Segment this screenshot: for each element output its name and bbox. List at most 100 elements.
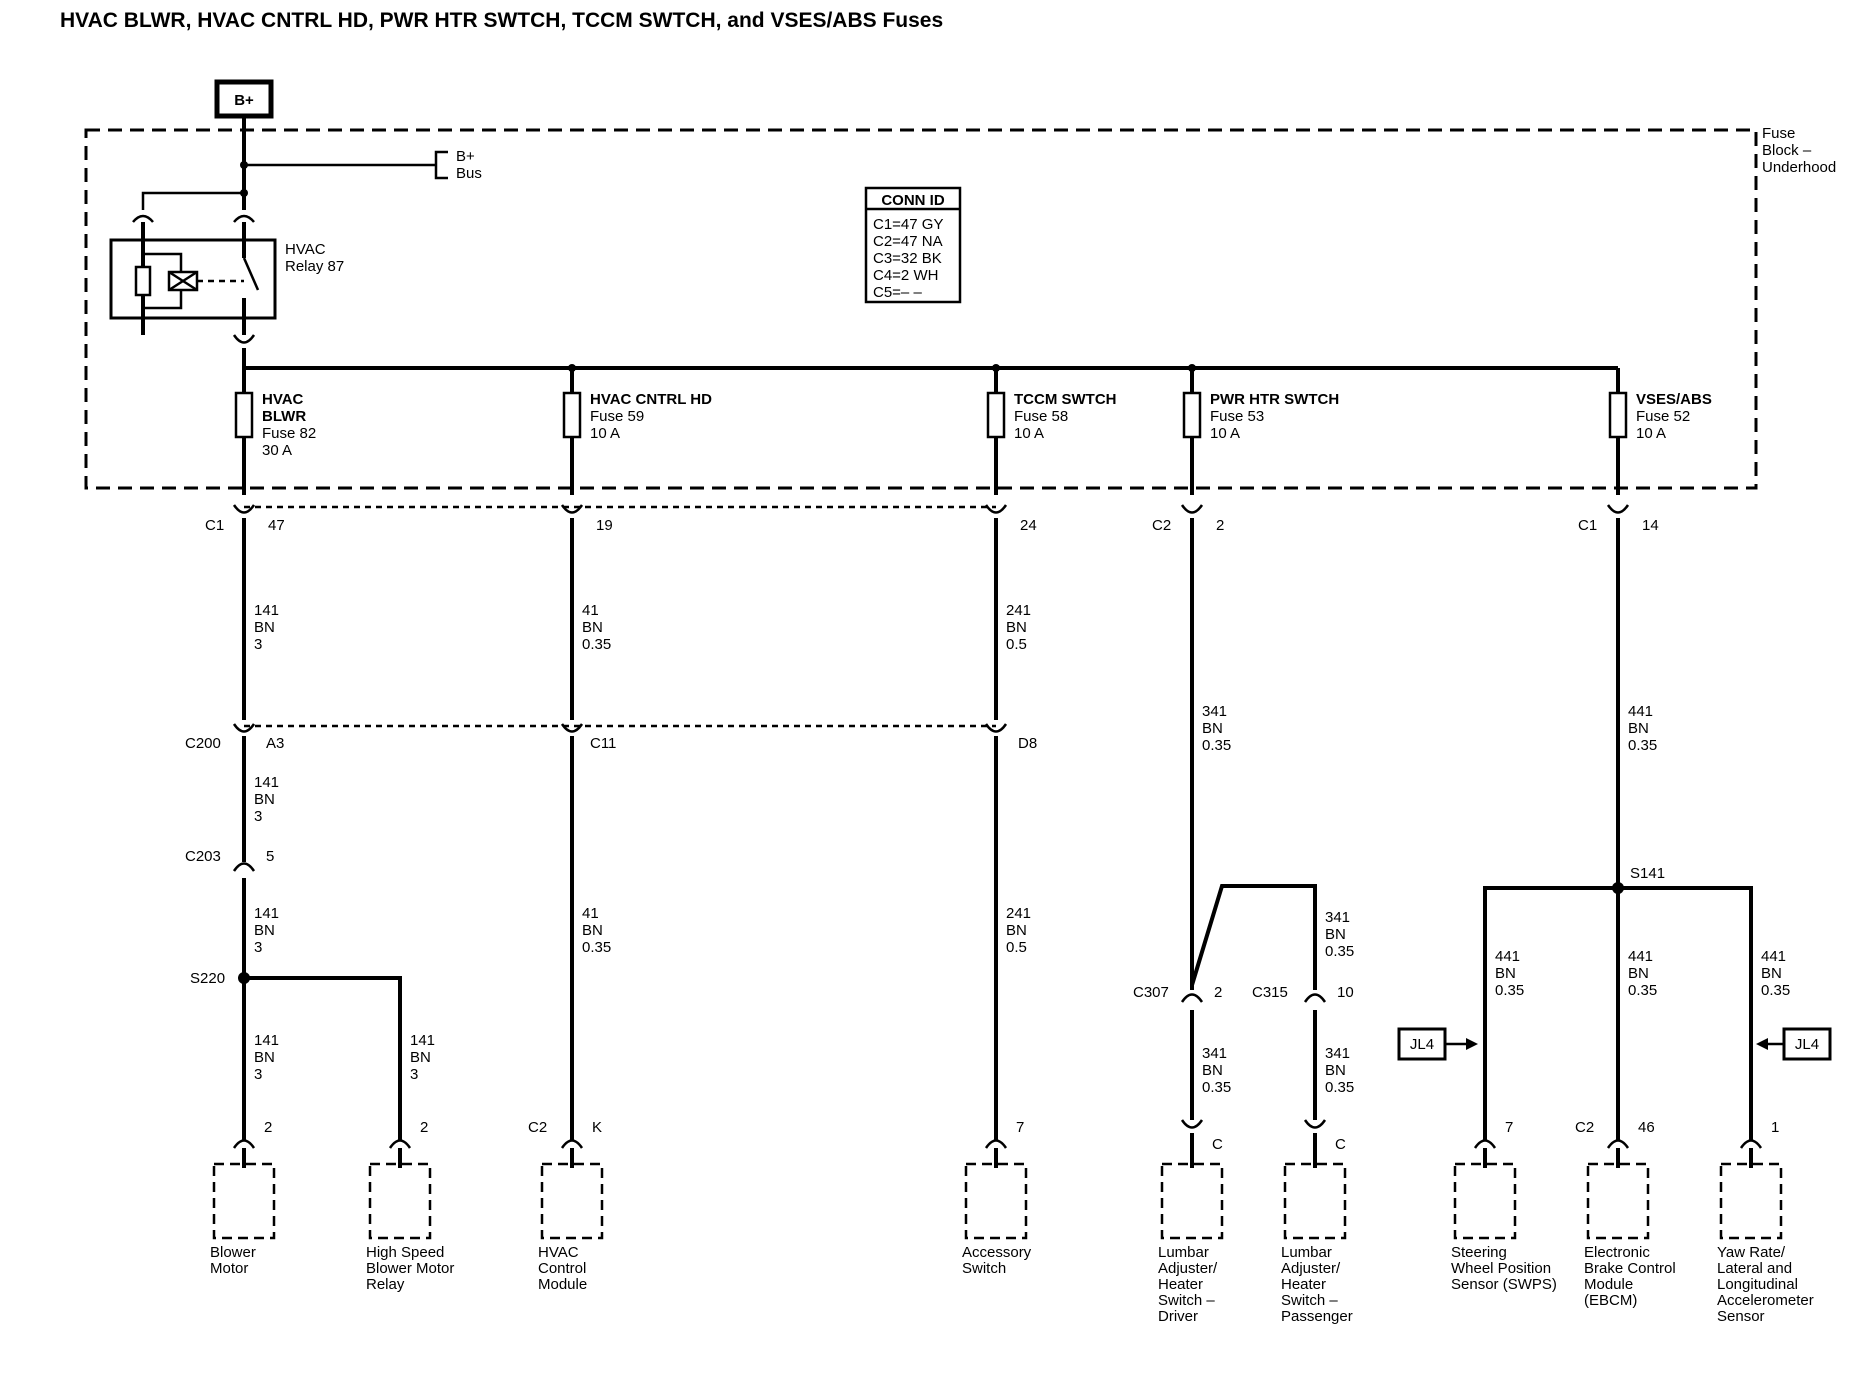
diagram-title: HVAC BLWR, HVAC CNTRL HD, PWR HTR SWTCH,… (60, 9, 943, 32)
bus-label-2: Bus (456, 165, 482, 182)
svg-text:41: 41 (582, 905, 599, 922)
pin-label: C11 (590, 735, 616, 752)
svg-text:0.5: 0.5 (1006, 636, 1027, 653)
svg-text:BN: BN (1325, 1062, 1346, 1079)
svg-text:BN: BN (1628, 720, 1649, 737)
fuse-label: PWR HTR SWTCH (1210, 391, 1339, 408)
component-label: Switch – (1281, 1292, 1338, 1309)
relay-coil-feed-wire (141, 191, 244, 210)
splice-s220-label: S220 (190, 970, 225, 987)
svg-text:BN: BN (254, 1049, 275, 1066)
svg-text:141: 141 (410, 1032, 435, 1049)
svg-text:341: 341 (1202, 703, 1227, 720)
wire-label-tccm-1: 241 BN 0.5 (1006, 602, 1031, 653)
component-label: Driver (1158, 1308, 1198, 1325)
svg-text:0.35: 0.35 (1325, 1079, 1354, 1096)
component-label: Lateral and (1717, 1260, 1792, 1277)
relay-diode (134, 265, 152, 297)
connector-c307: C307 2 (1133, 984, 1222, 1003)
component-ebcm: C2 46 Electronic Brake Control Module (E… (1575, 1119, 1676, 1309)
component-label: Sensor (SWPS) (1451, 1276, 1557, 1293)
fuse-label: Fuse 52 (1636, 408, 1690, 425)
fuse-label: TCCM SWTCH (1014, 391, 1116, 408)
svg-text:0.35: 0.35 (1495, 982, 1524, 999)
component-label: Sensor (1717, 1308, 1765, 1325)
pin-label: C (1212, 1136, 1223, 1153)
fuse-pwr-htr-swtch: PWR HTR SWTCH Fuse 53 10 A (1182, 368, 1339, 495)
fuse-block-label-3: Underhood (1762, 159, 1836, 176)
pin-label: 46 (1638, 1119, 1655, 1136)
svg-text:BN: BN (1006, 922, 1027, 939)
connector-c200-d8: D8 (984, 723, 1037, 752)
conn-id-row: C5=– – (873, 284, 922, 301)
component-label: High Speed (366, 1244, 444, 1261)
component-label: Heater (1158, 1276, 1203, 1293)
wire-141-relay (244, 976, 402, 1140)
connector-label: C2 (1152, 517, 1171, 534)
connector-c1-19: 19 (560, 504, 613, 534)
pin-label: A3 (266, 735, 284, 752)
component-label: Relay (366, 1276, 405, 1293)
component-label: HVAC (538, 1244, 579, 1261)
wire-label-htr-4: 341 BN 0.35 (1325, 1045, 1354, 1096)
component-label: Blower (210, 1244, 256, 1261)
component-yaw-rate-sensor: 1 Yaw Rate/ Lateral and Longitudinal Acc… (1717, 1119, 1814, 1325)
wire-label-htr-2: 341 BN 0.35 (1325, 909, 1354, 960)
fuse-label: HVAC (262, 391, 304, 408)
connector-c1-14: C1 14 (1578, 504, 1659, 534)
pin-label: 19 (596, 517, 613, 534)
svg-text:BN: BN (582, 619, 603, 636)
component-high-speed-blower-relay: 2 High Speed Blower Motor Relay (366, 1119, 454, 1293)
component-label: Accessory (962, 1244, 1032, 1261)
component-label: Adjuster/ (1281, 1260, 1341, 1277)
svg-text:241: 241 (1006, 602, 1031, 619)
bus-bracket (434, 150, 448, 180)
pin-label: D8 (1018, 735, 1037, 752)
fuse-tccm-swtch: TCCM SWTCH Fuse 58 10 A (986, 368, 1116, 495)
svg-text:BN: BN (254, 922, 275, 939)
pin-label: 1 (1771, 1119, 1779, 1136)
component-label: Brake Control (1584, 1260, 1676, 1277)
wire-label-hd-2: 41 BN 0.35 (582, 905, 611, 956)
svg-text:BN: BN (410, 1049, 431, 1066)
connector-label: C2 (1575, 1119, 1594, 1136)
wire-label-blwr-5: 141 BN 3 (410, 1032, 435, 1083)
component-label: Heater (1281, 1276, 1326, 1293)
svg-text:0.35: 0.35 (1628, 737, 1657, 754)
component-label: Passenger (1281, 1308, 1353, 1325)
fuse-label: 10 A (590, 425, 620, 442)
svg-text:341: 341 (1202, 1045, 1227, 1062)
svg-text:3: 3 (254, 636, 262, 653)
connector-c200-c11: C11 (560, 723, 616, 752)
component-label: Yaw Rate/ (1717, 1244, 1786, 1261)
svg-text:BN: BN (582, 922, 603, 939)
fuse-label: Fuse 82 (262, 425, 316, 442)
component-label: Switch – (1158, 1292, 1215, 1309)
relay-coil-terminal (132, 214, 154, 223)
svg-text:BN: BN (1325, 926, 1346, 943)
fuse-label: Fuse 53 (1210, 408, 1264, 425)
pin-label: 2 (264, 1119, 272, 1136)
component-accessory-switch: 7 Accessory Switch (962, 1119, 1032, 1277)
svg-text:241: 241 (1006, 905, 1031, 922)
wire-label-blwr-3: 141 BN 3 (254, 905, 279, 956)
fuse-hvac-blwr: HVAC BLWR Fuse 82 30 A (234, 368, 316, 495)
wire-label-vses-2: 441 BN 0.35 (1495, 948, 1524, 999)
hvac-relay (109, 238, 277, 320)
fuse-block-boundary (84, 128, 1758, 490)
component-label: Switch (962, 1260, 1006, 1277)
component-label: Longitudinal (1717, 1276, 1798, 1293)
fuse-label: HVAC CNTRL HD (590, 391, 712, 408)
svg-text:BN: BN (1761, 965, 1782, 982)
wire-label-blwr-2: 141 BN 3 (254, 774, 279, 825)
component-label: Wheel Position (1451, 1260, 1551, 1277)
svg-text:BN: BN (1006, 619, 1027, 636)
pin-label: C (1335, 1136, 1346, 1153)
connector-label: C1 (1578, 517, 1597, 534)
svg-text:BN: BN (254, 791, 275, 808)
fuse-label: 10 A (1014, 425, 1044, 442)
fuse-label: 10 A (1636, 425, 1666, 442)
svg-text:3: 3 (254, 808, 262, 825)
fuse-label: BLWR (262, 408, 306, 425)
